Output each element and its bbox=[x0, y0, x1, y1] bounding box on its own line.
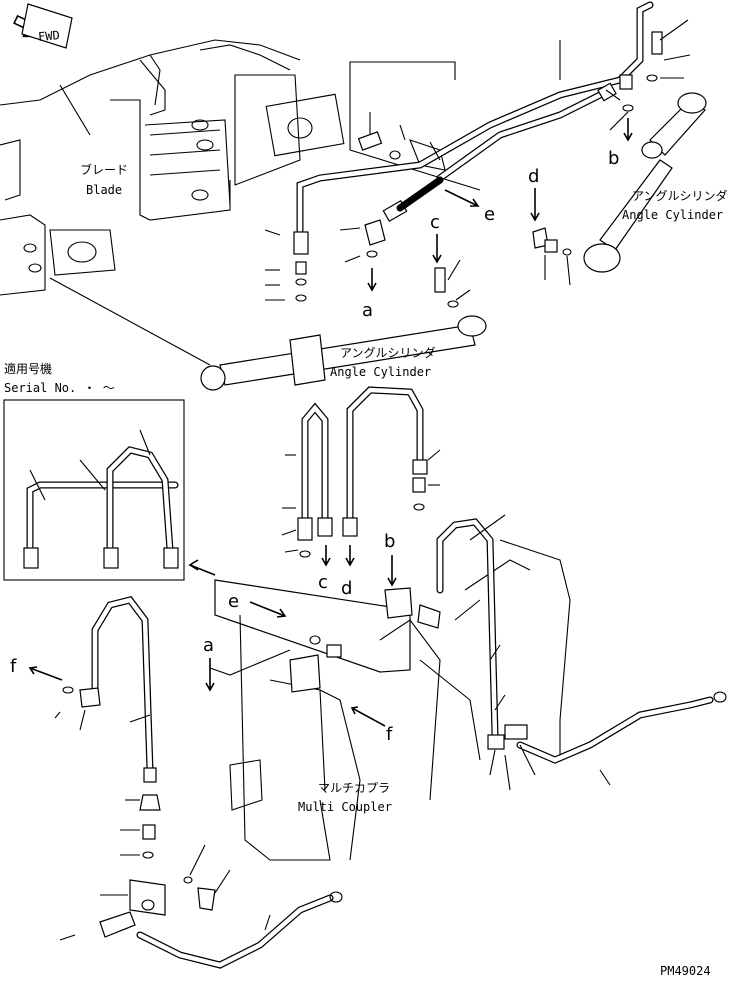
blade-label-jp: ブレード bbox=[80, 162, 128, 177]
angle-cylinder-left: アングルシリンダ Angle Cylinder bbox=[49, 277, 487, 391]
blade-structure: ブレード Blade bbox=[0, 39, 345, 296]
serial-label-jp: 適用号機 bbox=[4, 361, 52, 376]
serial-label-en: Serial No. ・ ～ bbox=[4, 381, 115, 395]
multi-coupler-assembly: マルチカプラ Multi Coupler bbox=[209, 539, 571, 861]
bottom-left-hose-assembly bbox=[54, 596, 343, 969]
center-u-hoses bbox=[281, 386, 441, 567]
callout-d-mid: d bbox=[341, 578, 352, 599]
callout-e-top: e bbox=[484, 204, 495, 225]
callout-c-mid: c bbox=[318, 572, 328, 593]
right-coupler-hose bbox=[436, 514, 727, 791]
callout-a-mid: a bbox=[203, 635, 214, 656]
callout-b-mid: b bbox=[384, 531, 395, 552]
angle-cylinder-right-jp: アングルシリンダ bbox=[632, 188, 728, 203]
multi-coupler-label-en: Multi Coupler bbox=[298, 800, 392, 814]
angle-cylinder-right: アングルシリンダ Angle Cylinder bbox=[583, 92, 728, 273]
callout-f-left: f bbox=[10, 656, 17, 677]
callout-e-mid: e bbox=[228, 591, 239, 612]
serial-inset: 適用号機 Serial No. ・ ～ bbox=[3, 361, 216, 581]
angle-cylinder-right-en: Angle Cylinder bbox=[622, 208, 723, 222]
angle-cylinder-left-jp: アングルシリンダ bbox=[340, 345, 436, 360]
blade-label-en: Blade bbox=[86, 183, 122, 197]
callout-a-top: a bbox=[362, 300, 373, 321]
callout-b-top: b bbox=[608, 148, 619, 169]
mounting-bracket bbox=[349, 61, 481, 191]
callout-c-top: c bbox=[430, 212, 440, 233]
angle-cylinder-left-en: Angle Cylinder bbox=[330, 365, 431, 379]
fwd-label: FWD bbox=[38, 28, 61, 44]
top-hose-assembly bbox=[264, 1, 691, 308]
callouts: a b c d e c d b e a f f bbox=[10, 118, 633, 745]
callout-f-mid: f bbox=[386, 724, 393, 745]
callout-d-top: d bbox=[528, 166, 539, 187]
multi-coupler-label-jp: マルチカプラ bbox=[318, 781, 390, 795]
part-code: PM49024 bbox=[660, 964, 711, 978]
fwd-arrow: FWD bbox=[13, 3, 73, 49]
